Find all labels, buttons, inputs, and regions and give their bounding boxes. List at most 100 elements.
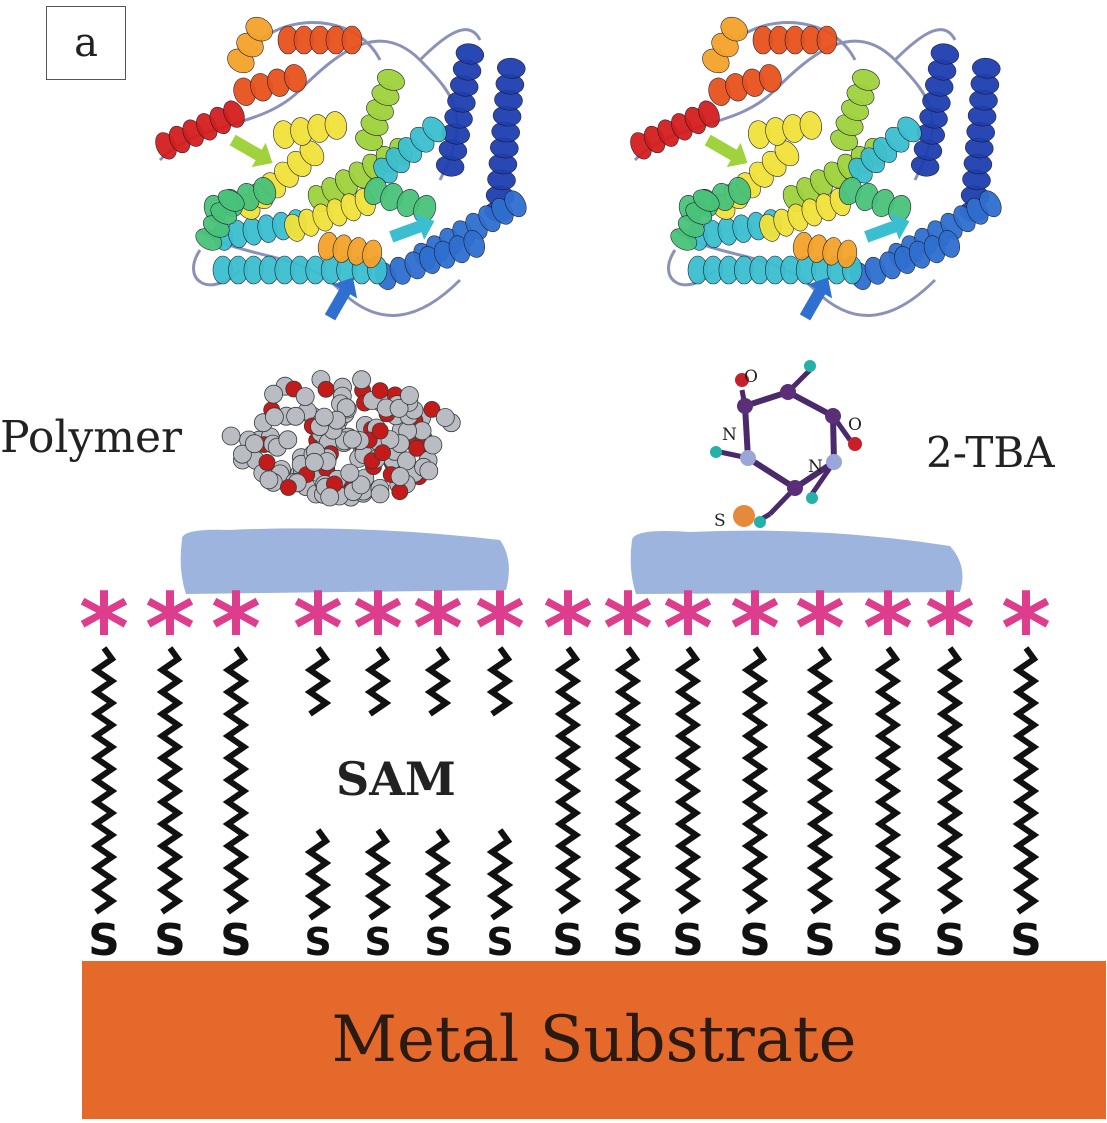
helix-turn [759, 64, 782, 93]
thiol-anchor: S [672, 915, 704, 966]
helix-turn [897, 116, 922, 143]
alkyl-chain [741, 646, 769, 915]
helix-turn [799, 111, 823, 140]
ring-atom [787, 480, 803, 496]
carbon-atom [286, 406, 306, 426]
sam-chain: *S [795, 573, 845, 966]
protein-helix [272, 111, 348, 149]
ring-atom [780, 384, 796, 400]
panel-letter: a [74, 20, 98, 66]
panel-label: a [46, 6, 126, 80]
helix-turn [253, 177, 277, 205]
oxygen-atom [408, 439, 426, 457]
thiol-anchor: S [424, 920, 451, 964]
helix-turn [217, 189, 245, 212]
carbon-atom [435, 408, 455, 427]
helix-turn [324, 111, 348, 140]
protein-loop [259, 21, 382, 61]
atom-label-n_left: N [722, 425, 737, 445]
helix-turn [972, 57, 1001, 79]
protein-helix [284, 188, 376, 242]
carbon-atom [264, 384, 284, 404]
sam-chain: *S [603, 573, 653, 966]
head-group-asterisk: * [863, 573, 913, 685]
head-group-asterisk: * [79, 573, 129, 685]
helix-turn [284, 64, 307, 93]
protein-helix [363, 177, 437, 223]
oxygen-atom [371, 382, 389, 400]
sam-chain: *S [863, 573, 913, 966]
protein-loop [893, 28, 957, 62]
protein-loop [734, 21, 857, 61]
protein-strand [389, 213, 435, 243]
thiol-anchor: S [872, 915, 904, 966]
carbon-atom [342, 429, 362, 449]
head-group-asterisk: * [353, 573, 403, 685]
head-group-asterisk: * [413, 573, 463, 685]
alkyl-chain [674, 646, 702, 915]
alkyl-chain [806, 646, 834, 915]
protein-helix [155, 100, 245, 160]
sulfur-atom [733, 505, 755, 527]
helix-turn [362, 239, 383, 269]
atom [735, 373, 749, 387]
protein-helix [195, 189, 245, 251]
helix-turn [938, 229, 961, 258]
protein-strand [799, 277, 833, 321]
helix-turn [837, 239, 858, 269]
sam-chain: *S [1001, 573, 1051, 966]
helix-turn [422, 116, 447, 143]
carbon-atom [423, 435, 443, 455]
atom-label-s: S [714, 511, 726, 531]
atom-label-o_top: O [744, 367, 758, 387]
alkyl-chain [874, 646, 902, 915]
protein-helix [747, 111, 823, 149]
carbon-atom [320, 487, 340, 507]
carbon-atom [352, 370, 372, 390]
protein-strand [704, 134, 748, 168]
carbon-atom [259, 470, 279, 490]
alkyl-chain [156, 646, 184, 915]
head-group-asterisk: * [1001, 573, 1051, 685]
tba-label: 2-TBA [926, 428, 1055, 477]
substrate-label: Metal Substrate [331, 1003, 857, 1077]
thiol-anchor: S [304, 920, 331, 964]
carbon-atom [400, 386, 419, 405]
carbon-atom [278, 430, 298, 450]
atom [754, 516, 766, 528]
alkyl-chain [222, 646, 250, 915]
protein-helix [792, 231, 858, 269]
protein-helix [373, 116, 447, 184]
head-group-asterisk: * [730, 573, 780, 685]
head-group-asterisk: * [925, 573, 975, 685]
carbon-atom [419, 461, 439, 481]
polymer-label: Polymer [0, 412, 183, 463]
sam-chain: *S [211, 573, 261, 966]
alkyl-chain-lower [486, 828, 514, 921]
carbon-atom [244, 434, 264, 454]
thiol-anchor: S [612, 915, 644, 966]
protein-helix [233, 64, 307, 106]
helix-turn [720, 16, 748, 42]
alkyl-chain-upper [486, 646, 514, 717]
oxygen-atom [317, 380, 335, 398]
helix-turn [455, 43, 485, 65]
protein-strand [324, 277, 358, 321]
ring-atom [826, 454, 842, 470]
head-group-asterisk: * [543, 573, 593, 685]
pad-right [630, 530, 963, 594]
protein-helix [702, 16, 748, 74]
oxygen-atom [374, 444, 392, 462]
atom [710, 446, 722, 458]
alkyl-chain-upper [424, 646, 452, 717]
protein-helix [227, 16, 273, 74]
protein-helix [848, 116, 922, 184]
thiol-anchor: S [486, 920, 513, 964]
protein-helix [277, 25, 363, 55]
metal-substrate: Metal Substrate [82, 961, 1106, 1119]
protein-loop [418, 28, 482, 62]
atom [806, 492, 818, 504]
head-group-asterisk: * [475, 573, 525, 685]
